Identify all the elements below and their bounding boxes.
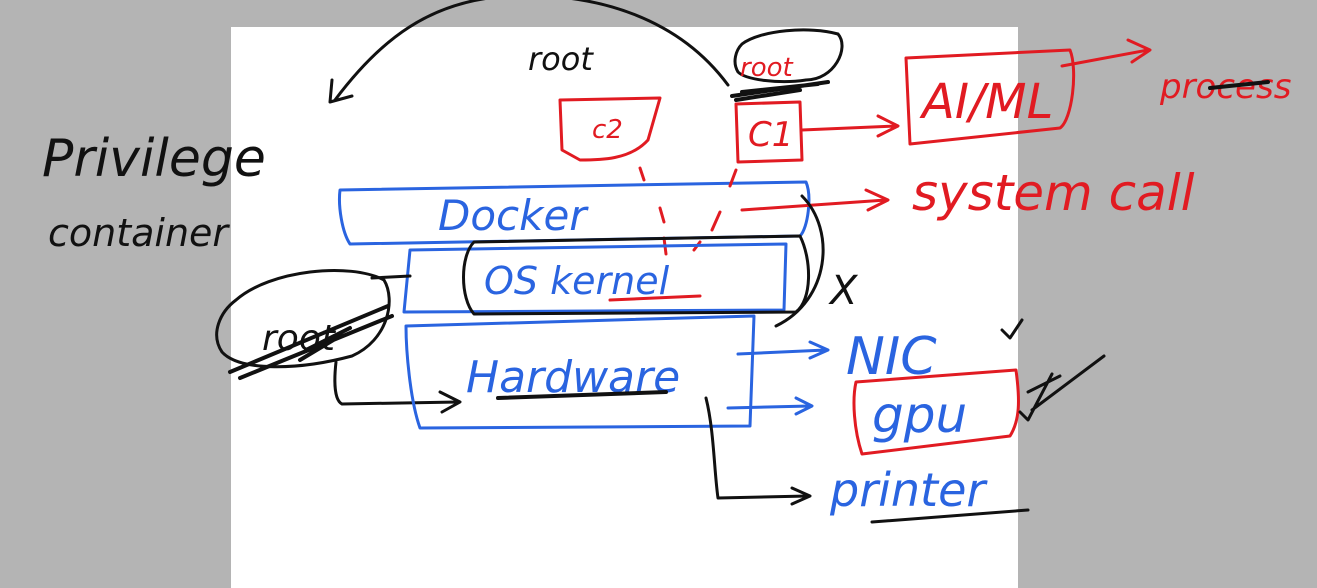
root-red-label: root [740, 53, 794, 83]
kernel-bracket [774, 194, 825, 328]
kernel-underline [608, 294, 702, 302]
arrow-hw-to-printer [704, 396, 812, 506]
aiml-label: AI/ML [919, 74, 1053, 130]
process-underline [1208, 80, 1270, 90]
arc-arrowhead [328, 78, 354, 104]
hardware-box [404, 314, 756, 430]
c2-box [558, 96, 662, 162]
arrow-hw-to-nic [736, 340, 830, 360]
os-kernel-label: OS kernel [484, 259, 670, 303]
arrow-aiml-to-process [1060, 38, 1152, 68]
arrow-docker-to-syscall [740, 188, 890, 212]
root-red-outline [733, 28, 844, 84]
root-left-outline [215, 269, 391, 369]
hardware-underline [496, 390, 668, 400]
gpu-box [852, 368, 1020, 456]
gpu-checks [1018, 354, 1106, 422]
arrow-c1-to-aiml [800, 114, 900, 138]
root-red-scribble [730, 80, 830, 102]
gpu-label: gpu [872, 386, 967, 444]
root-left-scribble [228, 304, 394, 380]
aiml-box [904, 48, 1076, 146]
printer-underline [870, 508, 1030, 524]
root-to-kernel-line [370, 274, 412, 280]
privilege-label: Privilege [42, 129, 266, 189]
printer-label: printer [829, 463, 988, 517]
os-kernel-blue-box [402, 242, 788, 314]
nic-check [1000, 318, 1024, 340]
arrow-root-to-hardware [333, 360, 462, 414]
root-top-label: root [528, 40, 594, 78]
c1-box [734, 100, 804, 164]
arc-arrow [333, 0, 730, 102]
x-mark: X [828, 268, 859, 314]
docker-label: Docker [438, 191, 589, 240]
syscall-line-c2 [638, 166, 668, 256]
system-call-label: system call [912, 164, 1195, 222]
c2-label: c2 [592, 115, 623, 145]
arrow-hw-to-gpu [726, 396, 814, 416]
c1-label: C1 [748, 115, 793, 155]
container-label: container [48, 211, 230, 255]
